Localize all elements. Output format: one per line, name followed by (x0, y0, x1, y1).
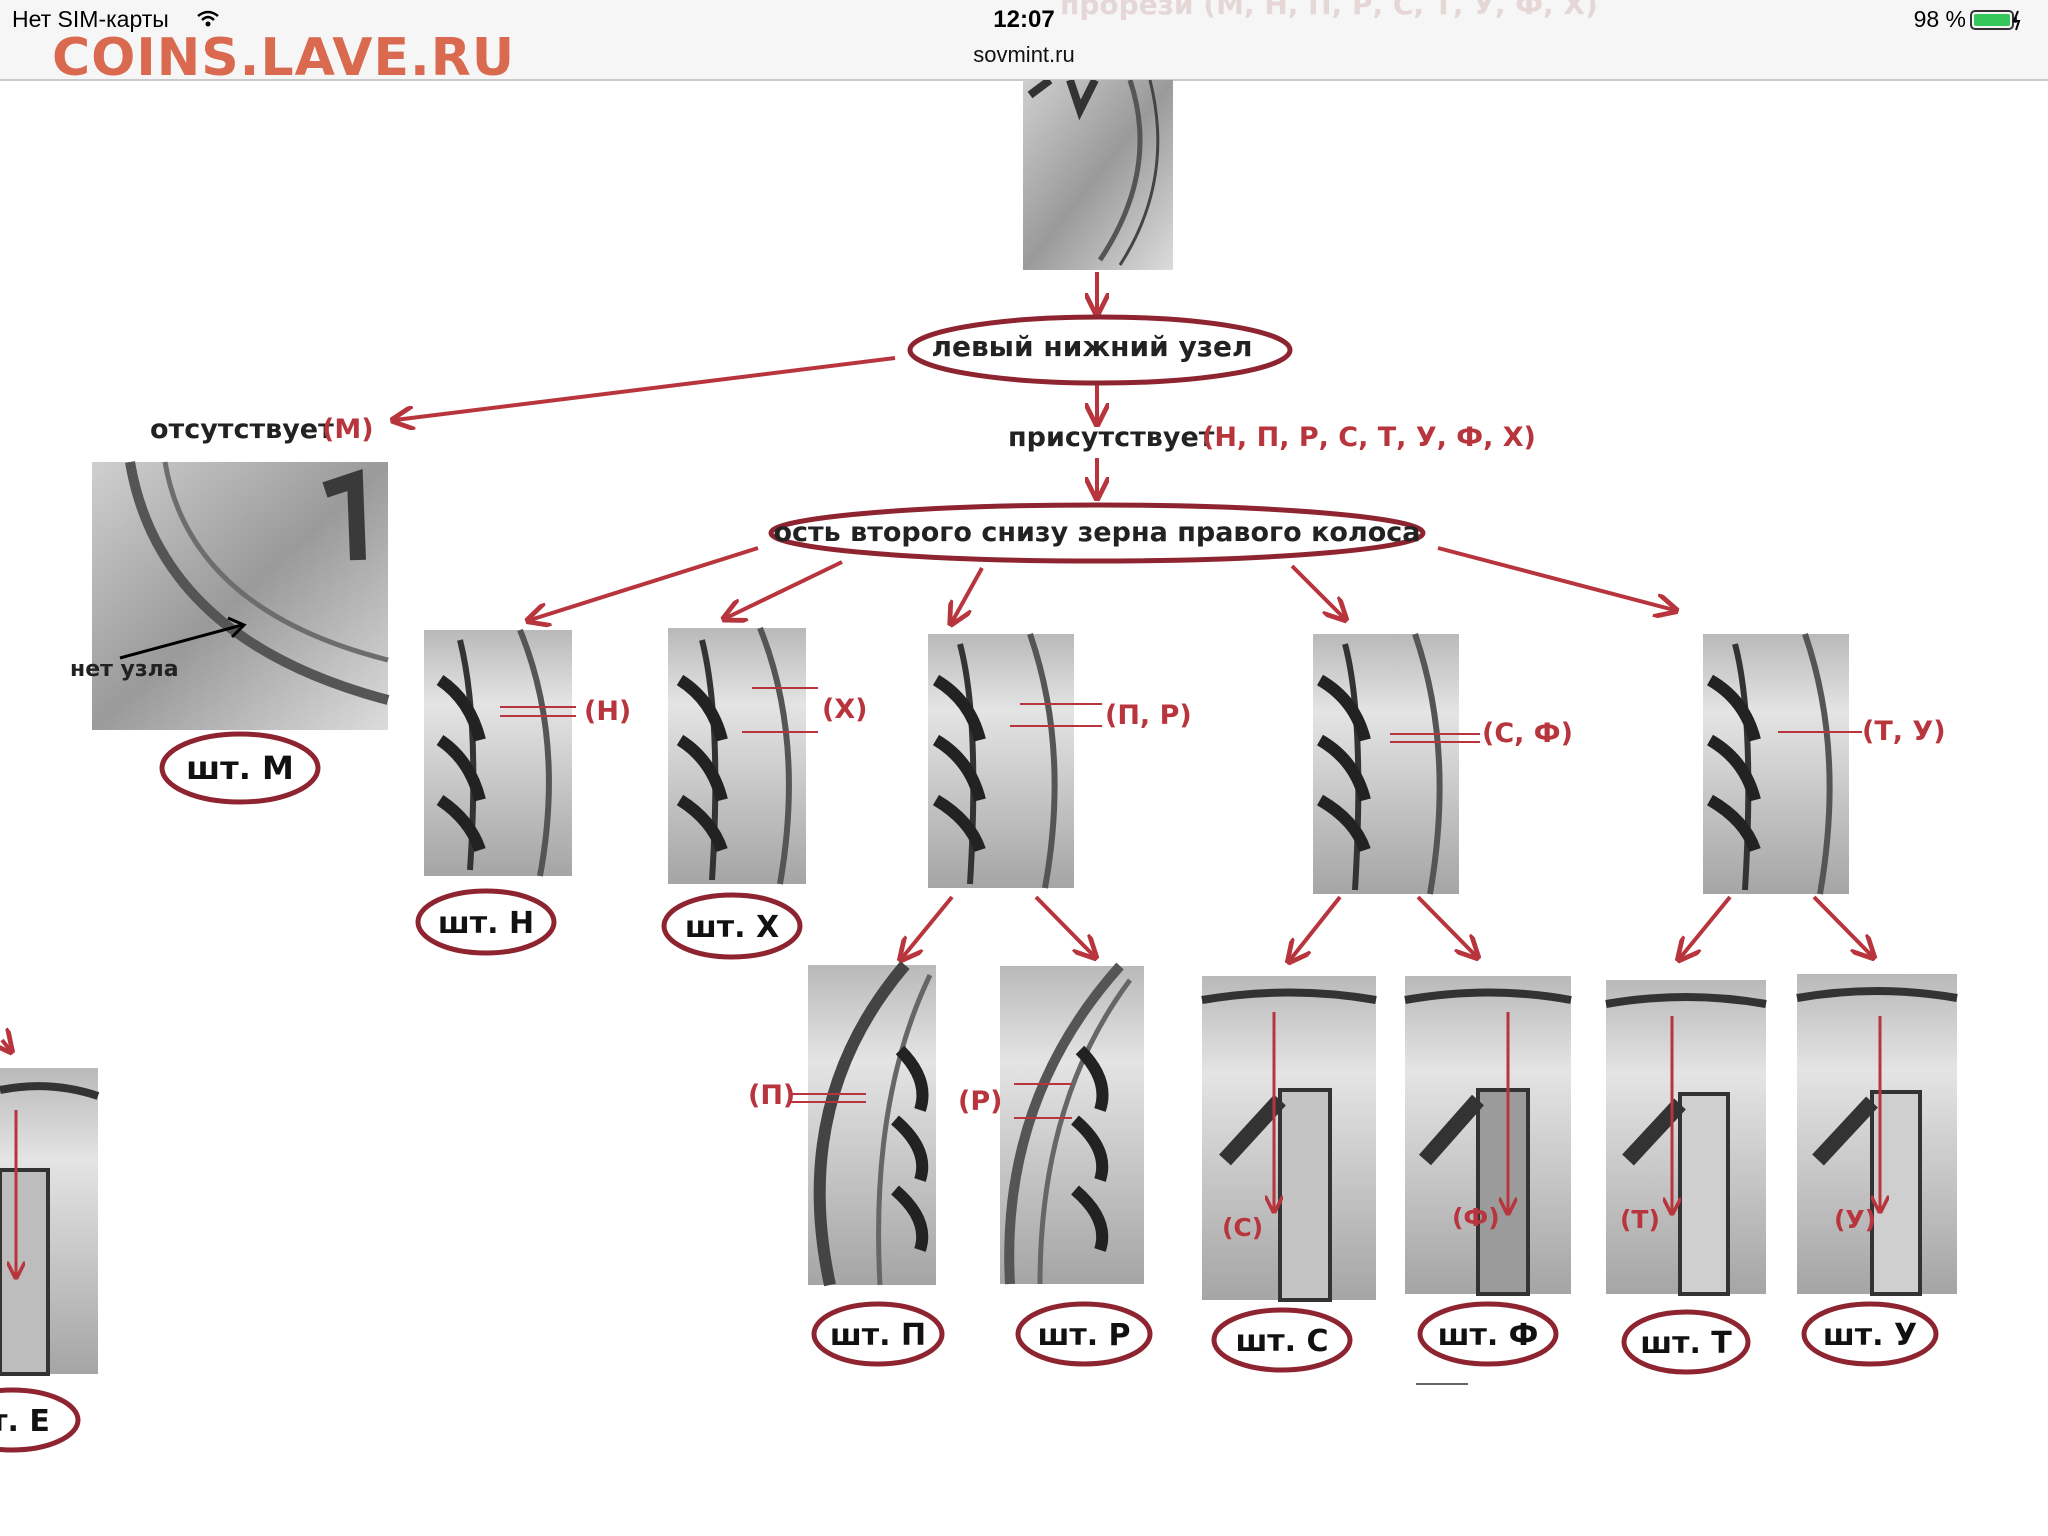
status-bar: Нет SIM-карты 12:07 sovmint.ru 98 % прор… (0, 0, 2048, 88)
battery-percent: 98 % (1913, 6, 1966, 32)
die-identification-diagram: левый нижний узел отсутствует (М) присут… (0, 80, 1958, 1453)
marker-s: (С) (1222, 1213, 1263, 1242)
marker-n: (Н) (584, 696, 631, 727)
no-knot-label: нет узла (70, 657, 179, 682)
stamp-x-label: шт. Х (685, 910, 779, 945)
stamp-f-label: шт. Ф (1438, 1318, 1539, 1353)
absent-label: отсутствует (150, 414, 334, 445)
coin-s-image (1201, 976, 1377, 1302)
marker-sf: (С, Ф) (1482, 718, 1573, 749)
coin-tu-image (1703, 633, 1862, 895)
marker-u: (У) (1834, 1205, 1876, 1234)
stamp-t-label: шт. Т (1640, 1326, 1732, 1361)
coin-u-image (1796, 974, 1958, 1296)
stamp-n-label: шт. Н (438, 906, 534, 941)
stamp-s: шт. С (1211, 1307, 1353, 1373)
marker-r: (Р) (958, 1086, 1002, 1117)
stamp-t: шт. Т (1621, 1309, 1751, 1375)
stamp-e-label: т. Е (0, 1404, 50, 1439)
stamp-s-label: шт. С (1235, 1324, 1328, 1359)
address-bar-url[interactable]: sovmint.ru (973, 42, 1075, 67)
coin-r-image (1000, 962, 1144, 1285)
marker-pr: (П, Р) (1105, 700, 1192, 731)
coin-t-image (1605, 980, 1767, 1296)
node-grain-axis: ость второго снизу зерна правого колоса (768, 502, 1426, 564)
node-left-lower-knot-label: левый нижний узел (931, 330, 1252, 363)
marker-t: (Т) (1620, 1205, 1660, 1234)
stamp-u-label: шт. У (1823, 1318, 1917, 1353)
stamp-n: шт. Н (415, 888, 557, 956)
marker-f: (Ф) (1452, 1203, 1500, 1232)
stamp-r: шт. Р (1015, 1301, 1153, 1367)
marker-x: (Х) (822, 694, 868, 725)
node-left-lower-knot: левый нижний узел (907, 314, 1293, 386)
no-knot-pointer (119, 623, 243, 660)
stamp-r-label: шт. Р (1037, 1318, 1130, 1353)
coin-sf-image (1313, 633, 1480, 895)
clock: 12:07 (993, 6, 1055, 33)
battery-icon (1970, 10, 2021, 31)
stamp-x: шт. Х (661, 892, 803, 960)
coin-m-image (92, 461, 390, 730)
top-coin-image (1023, 80, 1173, 270)
wifi-icon (197, 10, 219, 27)
stamp-m-label: шт. М (186, 749, 294, 787)
present-codes: (Н, П, Р, С, Т, У, Ф, Х) (1202, 422, 1536, 453)
absent-code: (М) (322, 414, 374, 445)
site-watermark: COINS.LAVE.RU (52, 28, 516, 88)
carrier-label: Нет SIM-карты (12, 6, 169, 32)
node-grain-axis-label: ость второго снизу зерна правого колоса (773, 517, 1420, 548)
coin-x-image (668, 626, 818, 885)
marker-tu: (Т, У) (1862, 716, 1946, 747)
faded-page-title: прорези (М, Н, П, Р, С, Т, У, Ф, Х) (1060, 0, 1598, 21)
coin-n-image (424, 628, 576, 877)
stamp-p: шт. П (811, 1301, 945, 1367)
present-label: присутствует (1008, 422, 1215, 453)
stamp-f: шт. Ф (1417, 1301, 1559, 1367)
stamp-p-label: шт. П (830, 1318, 926, 1353)
coin-p-image (790, 961, 936, 1287)
coin-pr-image (928, 633, 1102, 889)
coin-e-image (0, 1068, 100, 1376)
stamp-m: шт. М (159, 731, 321, 805)
coin-f-image (1404, 976, 1572, 1296)
stamp-e: т. Е (0, 1387, 81, 1453)
marker-p: (П) (748, 1080, 795, 1111)
flow-arrows (2, 272, 1872, 1050)
stamp-u: шт. У (1801, 1301, 1939, 1367)
